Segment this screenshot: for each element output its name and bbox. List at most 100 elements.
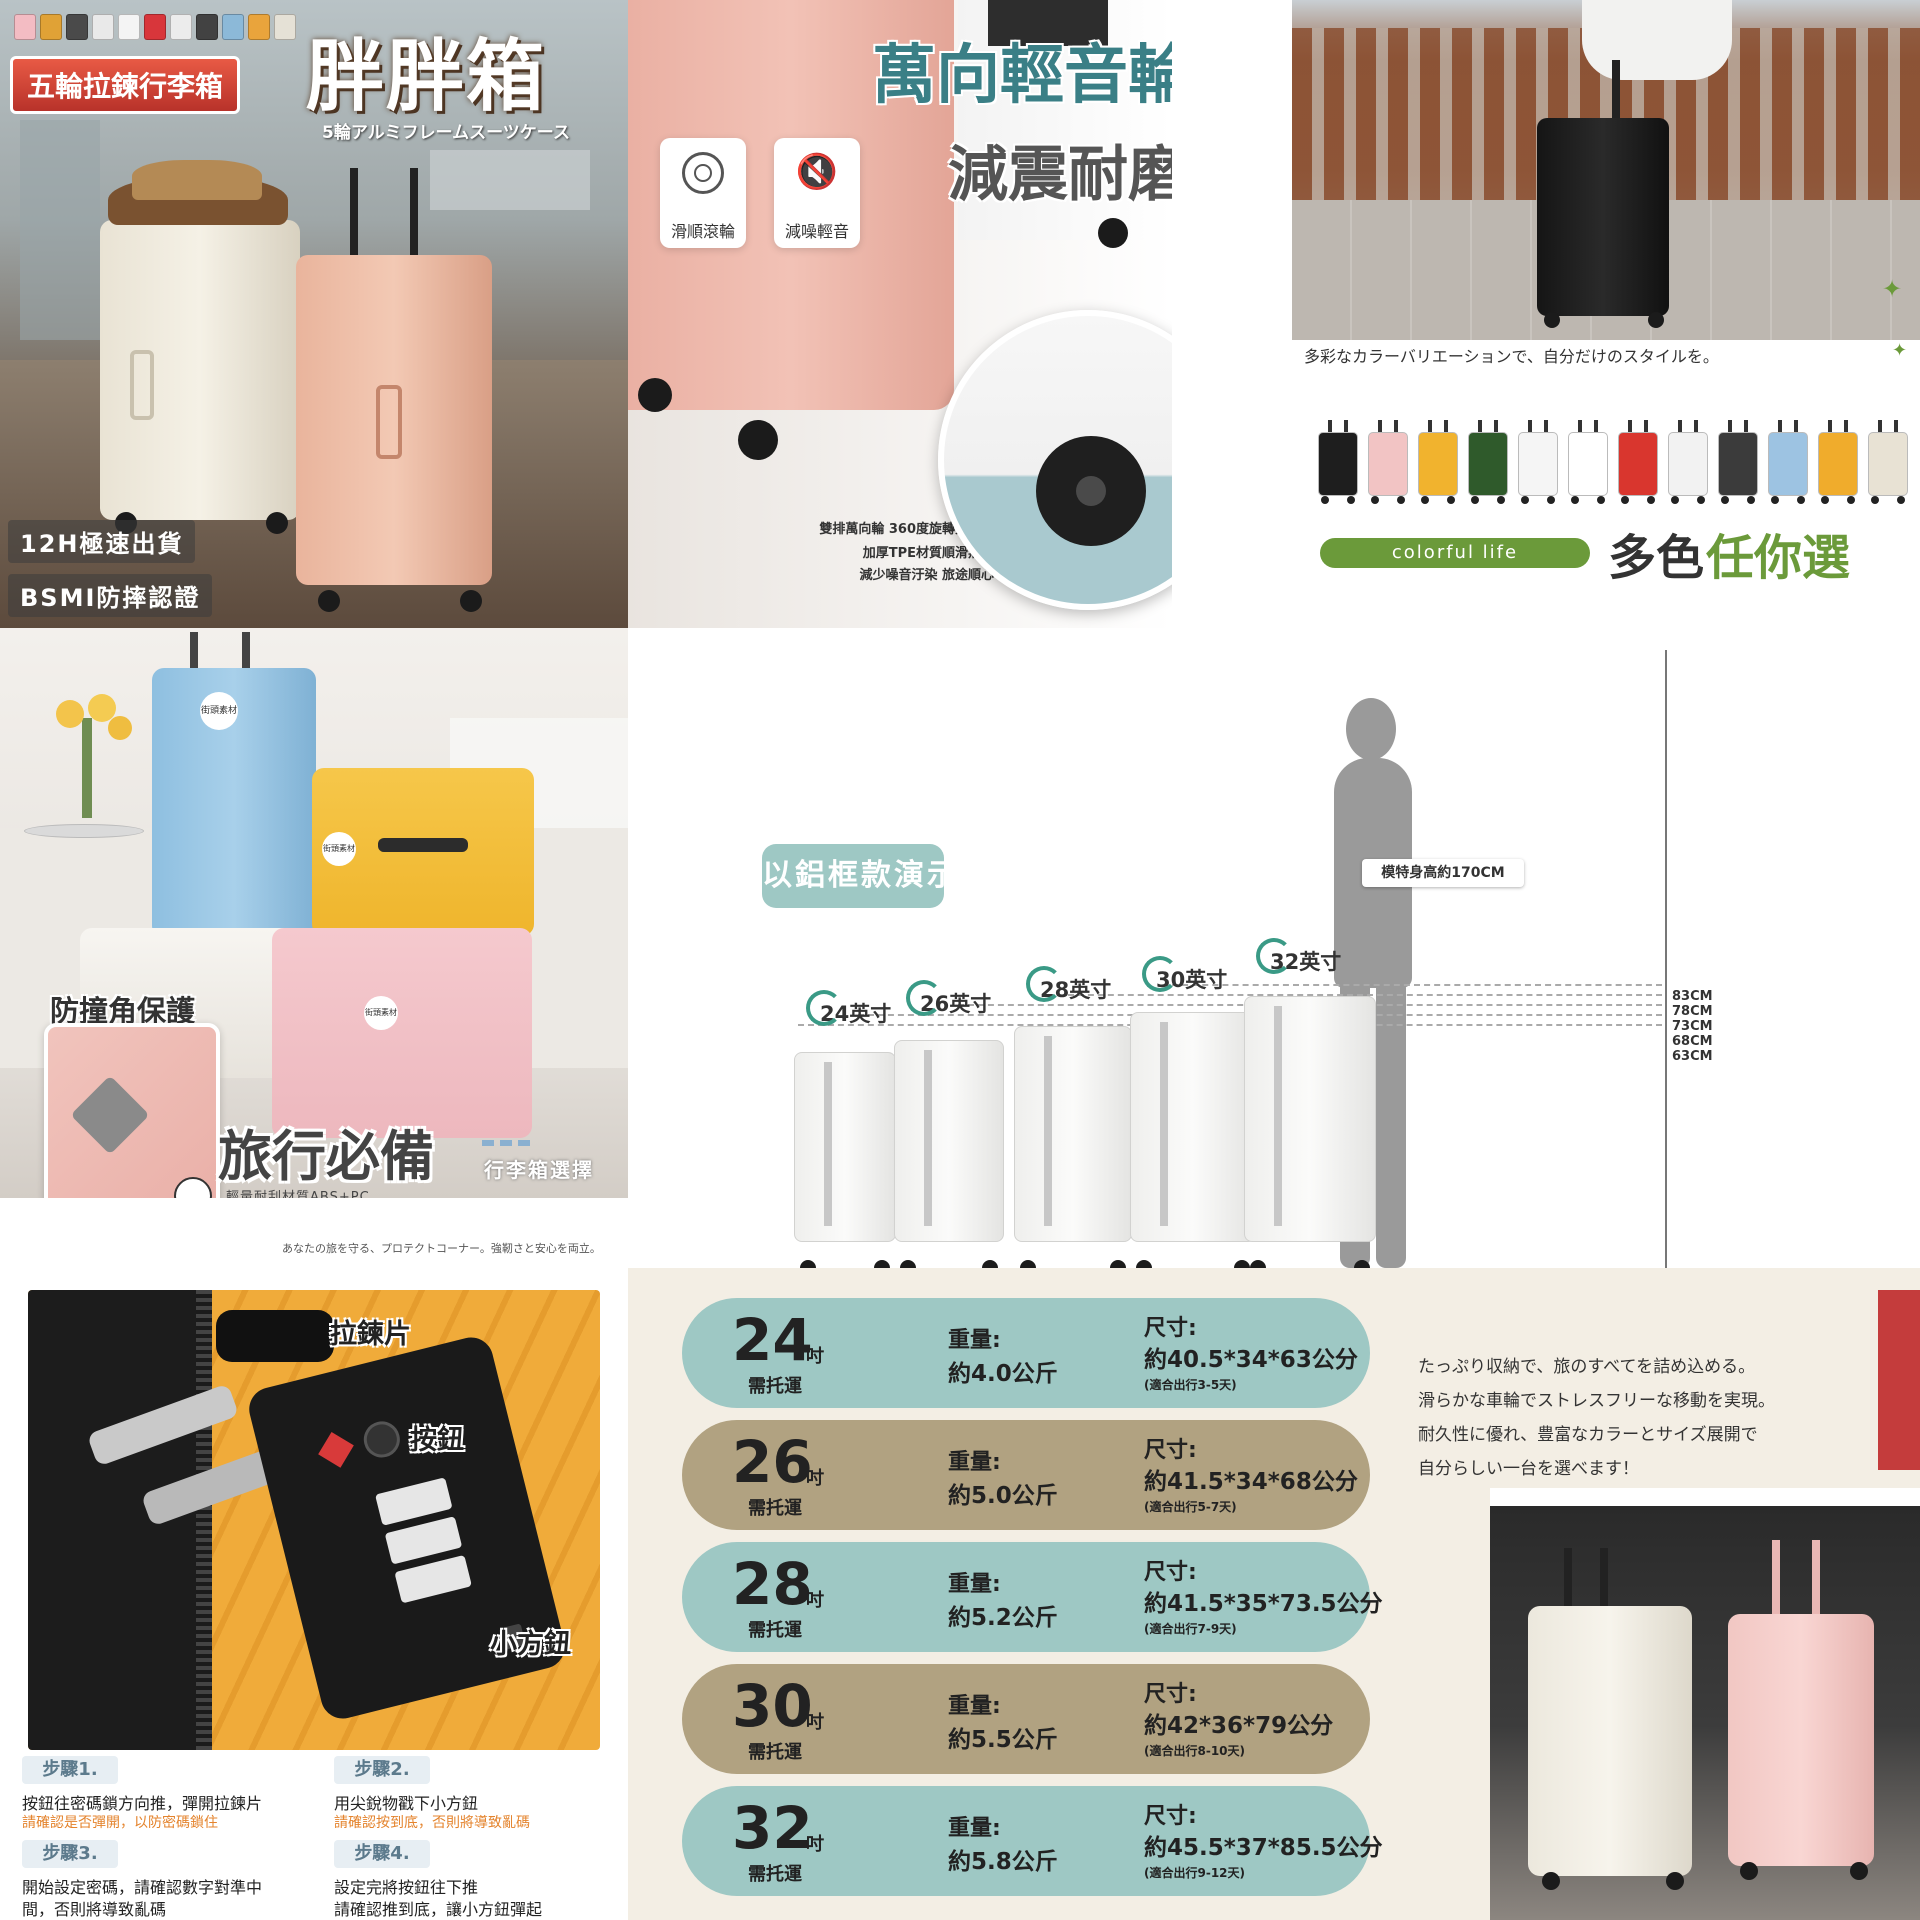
color-option-suitcase[interactable] [1768,420,1808,506]
trolley-handle [1794,420,1798,434]
wheel [1740,1862,1758,1880]
wheel [1020,1260,1036,1268]
wheel [1666,1872,1684,1890]
step-4-text: 設定完將按鈕往下推 [334,1878,479,1897]
leaf-icon: ✦ [1892,340,1908,361]
wheel [1354,1260,1370,1268]
size-inch-unit: 吋 [806,1712,824,1733]
panel-wheels: 萬向輕音輪 減震耐磨 滑順滾輪 🔇 減噪輕音 雙排萬向輪 360度旋轉更流暢 加… [628,0,1172,628]
weight-label: 重量: [948,1572,1001,1597]
wheel-desc-3: 減少噪音汙染 旅途順心 [859,568,994,583]
color-swatch [14,14,36,40]
size-suitcase [794,1052,896,1242]
wheel [1110,1260,1126,1268]
wheel [1098,218,1128,248]
color-option-suitcase[interactable] [1518,420,1558,506]
trolley-handle [1812,1540,1820,1614]
wheel [1747,496,1755,504]
aluminium-frame [924,1050,932,1226]
trolley-handle [1444,420,1448,434]
step-3-note: 間，否則將導致亂碼 [22,1900,167,1919]
trolley-handle [1844,420,1848,434]
height-label-4: 63CM [1672,1049,1713,1064]
wheel [1421,496,1429,504]
step-1-title: 步驟1. [22,1756,118,1784]
wheel [1597,496,1605,504]
zipper-pull-holder [216,1310,334,1362]
wheel [1721,496,1729,504]
size-suitcase [894,1040,1004,1242]
color-option-suitcase[interactable] [1818,420,1858,506]
color-swatch [222,14,244,40]
step-3-title: 步驟3. [22,1840,118,1868]
pink-suitcase [296,255,492,585]
zoomed-wheel [1036,436,1146,546]
zip-pull-label: 拉鍊片 [330,1319,411,1350]
color-swatch [92,14,114,40]
color-option-suitcase[interactable] [1668,420,1708,506]
trip-length-note: (適合出行5-7天) [1144,1500,1237,1514]
suitcase-body [1618,432,1658,496]
color-option-suitcase[interactable] [1568,420,1608,506]
size-ring-icon [1026,966,1062,1002]
color-option-suitcase[interactable] [1418,420,1458,506]
weight-value: 約5.8公斤 [948,1849,1058,1875]
checked-baggage-note: 需托運 [748,1376,802,1397]
wheel [738,420,778,460]
wheel [1797,496,1805,504]
panel-colors: 多彩なカラーバリエーションで、自分だけのスタイルを。 colorful life… [1292,0,1920,628]
color-option-suitcase[interactable] [1718,420,1758,506]
certification-badge: BSMI防摔認證 [8,574,213,617]
glass-table [24,824,144,838]
model-height-note: 模特身高約170CM [1362,859,1524,887]
dimension-value: 約45.5*37*85.5公分 [1144,1835,1383,1861]
pillar [20,120,100,340]
product-tag: 五輪拉鍊行李箱 [10,56,241,114]
trolley-handle [1528,420,1532,434]
feature-smooth-label: 滑順滾輪 [670,222,735,241]
hat-crown [132,160,262,200]
color-option-suitcase[interactable] [1618,420,1658,506]
dot [482,1140,494,1146]
trolley-handle [1694,420,1698,434]
tulip [108,716,132,740]
suitcase-body [1818,432,1858,496]
wheel [1648,312,1664,328]
ref-line [1172,984,1662,986]
lobby-photo [1490,1488,1920,1920]
color-option-suitcase[interactable] [1318,420,1358,506]
product-subtitle: 5輪アルミフレームスーツケース [322,123,570,143]
dimension-label: 尺寸: [1144,1682,1197,1707]
dot [518,1140,530,1146]
height-label-2: 73CM [1672,1019,1713,1034]
sticker: 街頭素材 [322,832,356,866]
trolley-handle [1744,420,1748,434]
wheel [638,378,672,412]
step-4-title: 步驟4. [334,1840,430,1868]
step-2-note: 請確認按到底，否則將導致亂碼 [334,1815,530,1831]
wheel [874,1260,890,1268]
step-1: 步驟1. 按鈕往密碼鎖方向推，彈開拉鍊片 請確認是否彈開，以防密碼鎖住 [18,1754,308,1834]
wheel [1897,496,1905,504]
sticker: 街頭素材 [364,996,398,1030]
dial [394,1554,472,1604]
corner-protection-label: 防撞角保護 [50,994,196,1028]
zipper-track [28,1290,198,1750]
wheel [1521,496,1529,504]
color-option-suitcase[interactable] [1868,420,1908,506]
color-option-suitcase[interactable] [1468,420,1508,506]
wheel-desc-2: 加厚TPE材質順滑無憂 [862,546,994,561]
weight-value: 約5.5公斤 [948,1727,1058,1753]
wheel [1321,496,1329,504]
dimension-label: 尺寸: [1144,1316,1197,1341]
trolley-handle [1544,420,1548,434]
color-option-suitcase[interactable] [1368,420,1408,506]
size-number: 24 [732,1306,813,1374]
weight-label: 重量: [948,1816,1001,1841]
jp-line-4: 自分らしい一台を選べます！ [1418,1459,1639,1479]
color-swatch [170,14,192,40]
demo-pill: 以鋁框款演示 [762,844,957,908]
